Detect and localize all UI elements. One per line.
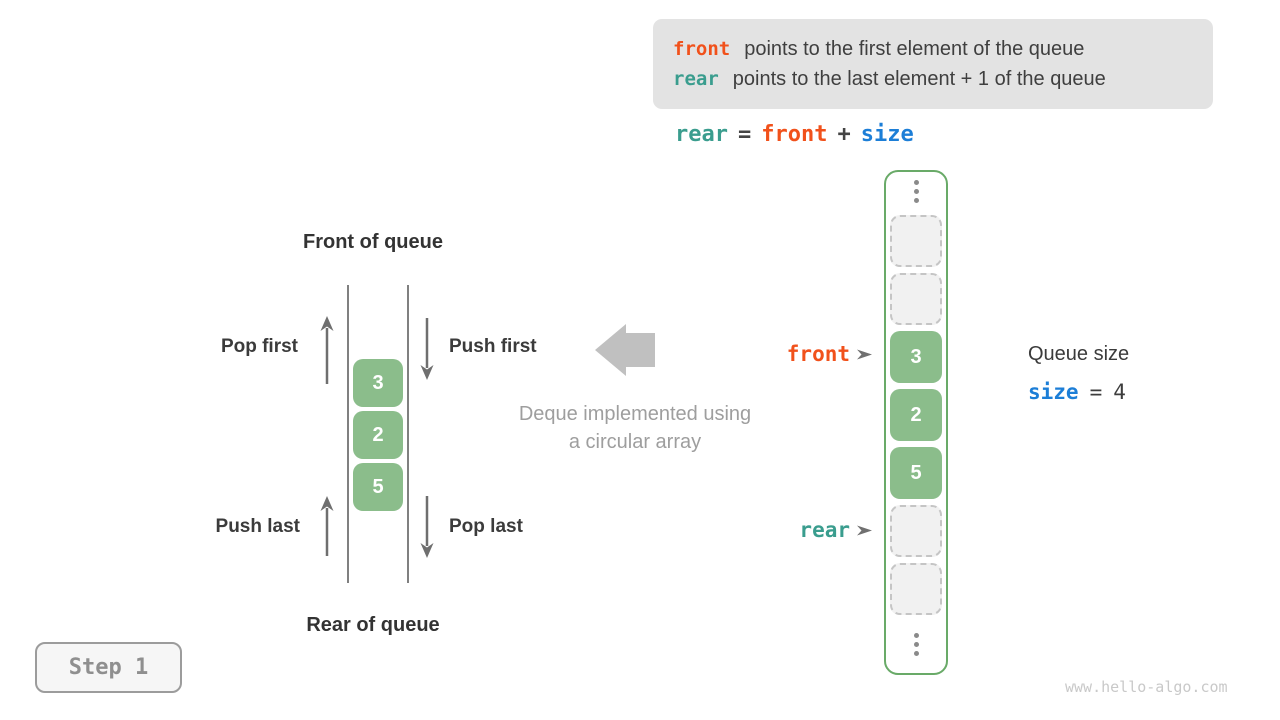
left-block-arrow-icon — [595, 324, 655, 376]
pop-first-label: Pop first — [220, 336, 298, 357]
push-last-label: Push last — [215, 516, 300, 537]
size-keyword: size — [1028, 380, 1079, 404]
caption-line-1: Deque implemented using — [518, 403, 752, 425]
array-cell-empty — [890, 273, 942, 325]
array-cell-empty — [890, 563, 942, 615]
queue-cell: 3 — [353, 359, 403, 407]
equation-plus: + — [837, 122, 851, 147]
ellipsis-icon — [913, 633, 919, 656]
queue-size-label: Queue size — [1028, 343, 1130, 365]
queue-cell: 5 — [353, 463, 403, 511]
array-cell-empty — [890, 215, 942, 267]
ellipsis-icon — [913, 180, 919, 203]
pointer-arrow-icon — [857, 525, 872, 535]
equation-front: front — [761, 122, 828, 147]
push-first-label: Push first — [449, 336, 537, 357]
array-cell-empty — [890, 505, 942, 557]
size-equals: = — [1089, 380, 1103, 404]
rear-description: points to the last element + 1 of the qu… — [732, 67, 1106, 90]
equation-rear: rear — [675, 122, 728, 147]
array-cell: 2 — [890, 389, 942, 441]
down-arrow-icon — [420, 318, 434, 380]
queue-wall-right — [407, 285, 409, 583]
info-line-front: front points to the first element of the… — [673, 38, 1213, 61]
watermark: www.hello-algo.com — [1065, 678, 1228, 696]
size-number: 4 — [1113, 380, 1126, 404]
pop-last-label: Pop last — [449, 516, 523, 537]
up-arrow-icon — [320, 316, 334, 384]
rear-front-size-equation: rear = front + size — [675, 122, 914, 147]
equation-equals: = — [737, 122, 752, 147]
rear-of-queue-label: Rear of queue — [306, 614, 440, 636]
rear-keyword: rear — [673, 67, 719, 90]
up-arrow-icon — [320, 496, 334, 556]
circular-array: 3 2 5 — [884, 170, 948, 675]
equation-size: size — [860, 122, 914, 147]
caption-line-2: a circular array — [568, 431, 702, 453]
pointer-arrow-icon — [857, 349, 872, 359]
step-badge: Step 1 — [35, 642, 182, 693]
rear-pointer-label: rear — [799, 518, 850, 542]
center-caption: Deque implemented using a circular array — [495, 400, 775, 456]
pointer-info-box: front points to the first element of the… — [653, 19, 1213, 109]
queue-wall-left — [347, 285, 349, 583]
rear-pointer: rear — [799, 518, 873, 542]
front-pointer-label: front — [786, 342, 850, 366]
down-arrow-icon — [420, 496, 434, 558]
front-description: points to the first element of the queue — [744, 37, 1085, 60]
front-keyword: front — [673, 37, 731, 60]
info-line-rear: rear points to the last element + 1 of t… — [673, 68, 1213, 91]
array-cell: 5 — [890, 447, 942, 499]
front-of-queue-label: Front of queue — [303, 231, 443, 253]
front-pointer: front — [787, 342, 873, 366]
queue-size-value: size = 4 — [1028, 380, 1126, 404]
array-cell: 3 — [890, 331, 942, 383]
queue-cell: 2 — [353, 411, 403, 459]
